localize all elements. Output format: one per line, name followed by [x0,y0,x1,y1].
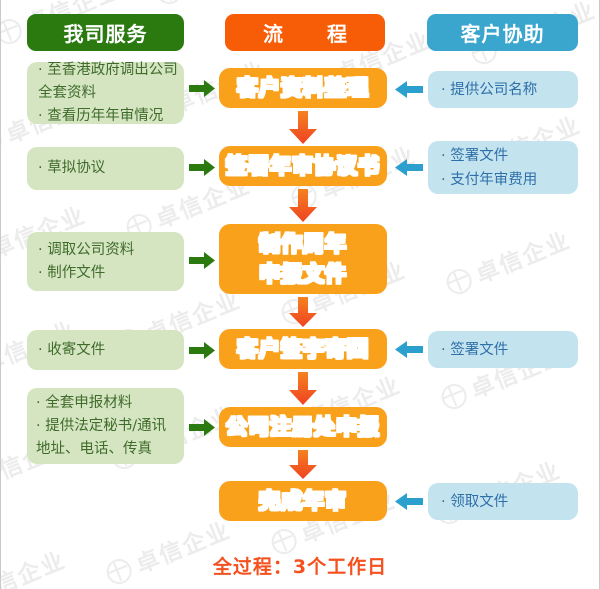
column-header-client-assistance: 客户协助 [427,14,578,51]
arrow-down-orange-icon [289,189,317,222]
arrow-down-orange-icon [289,372,317,405]
column-header-our-services: 我司服务 [27,14,184,51]
arrow-left-blue-icon [395,341,423,358]
assist-card-4: · 领取文件 [428,483,578,520]
process-step-4: 客户签字寄回 [219,329,387,369]
arrow-down-orange-icon [289,450,317,479]
process-step-3: 制作周年 申报文件 [219,224,387,294]
process-step-3-line-1: 制作周年 [259,232,347,256]
arrow-right-green-icon [189,252,215,269]
service-card-1-line-1: · 至香港政府调出公司 [38,61,178,78]
process-step-6: 完成年审 [219,481,387,521]
arrow-down-orange-icon [289,111,317,144]
service-card-5-line-1: · 全套申报材料 [36,394,133,411]
arrow-right-green-icon [189,159,215,176]
arrow-right-green-icon [189,342,215,359]
process-step-4-line-1: 客户签字寄回 [237,337,369,361]
process-step-2: 签署年审协议书 [219,146,387,186]
arrow-right-green-icon [189,419,215,436]
arrow-left-blue-icon [395,81,423,98]
process-step-6-line-1: 完成年审 [259,489,347,513]
process-step-2-line-1: 签署年审协议书 [226,154,380,178]
service-card-5-line-3: 地址、电话、传真 [36,440,152,457]
service-card-1-line-2: 全套资料 [38,84,96,101]
service-card-4: · 收寄文件 [27,330,184,370]
service-card-2-line-1: · 草拟协议 [38,160,106,176]
arrow-right-green-icon [189,80,215,97]
assist-card-4-line-1: · 领取文件 [441,493,509,510]
assist-card-3-line-1: · 签署文件 [441,341,509,358]
assist-card-2: · 签署文件 · 支付年审费用 [428,141,578,194]
service-card-4-line-1: · 收寄文件 [38,341,106,358]
process-step-3-line-2: 申报文件 [259,262,347,286]
service-card-1-line-3: · 查看历年年审情况 [38,107,164,124]
service-card-3-line-1: · 调取公司资料 [38,241,135,258]
assist-card-2-line-1: · 签署文件 [441,147,509,164]
assist-card-3: · 签署文件 [428,331,578,368]
assist-card-1-line-1: · 提供公司名称 [441,81,538,98]
arrow-down-orange-icon [289,297,317,327]
assist-card-1: · 提供公司名称 [428,71,578,108]
assist-card-2-line-2: · 支付年审费用 [441,171,538,188]
service-card-2: · 草拟协议 [27,147,184,190]
process-step-5: 公司注册处申报 [219,407,387,447]
service-card-3: · 调取公司资料 · 制作文件 [27,232,184,291]
service-card-3-line-2: · 制作文件 [38,264,106,281]
arrow-left-blue-icon [395,493,423,510]
process-step-1-line-1: 客户资料整理 [237,76,369,100]
arrow-left-blue-icon [395,159,423,176]
service-card-1: · 至香港政府调出公司 全套资料 · 查看历年年审情况 [27,62,184,124]
column-header-process: 流 程 [225,14,385,51]
service-card-5-line-2: · 提供法定秘书/通讯 [36,417,167,434]
footer-total-duration: 全过程：3个工作日 [212,556,388,578]
process-step-1: 客户资料整理 [219,68,387,108]
service-card-5: · 全套申报材料 · 提供法定秘书/通讯 地址、电话、传真 [27,388,184,464]
process-step-5-line-1: 公司注册处申报 [226,415,380,439]
